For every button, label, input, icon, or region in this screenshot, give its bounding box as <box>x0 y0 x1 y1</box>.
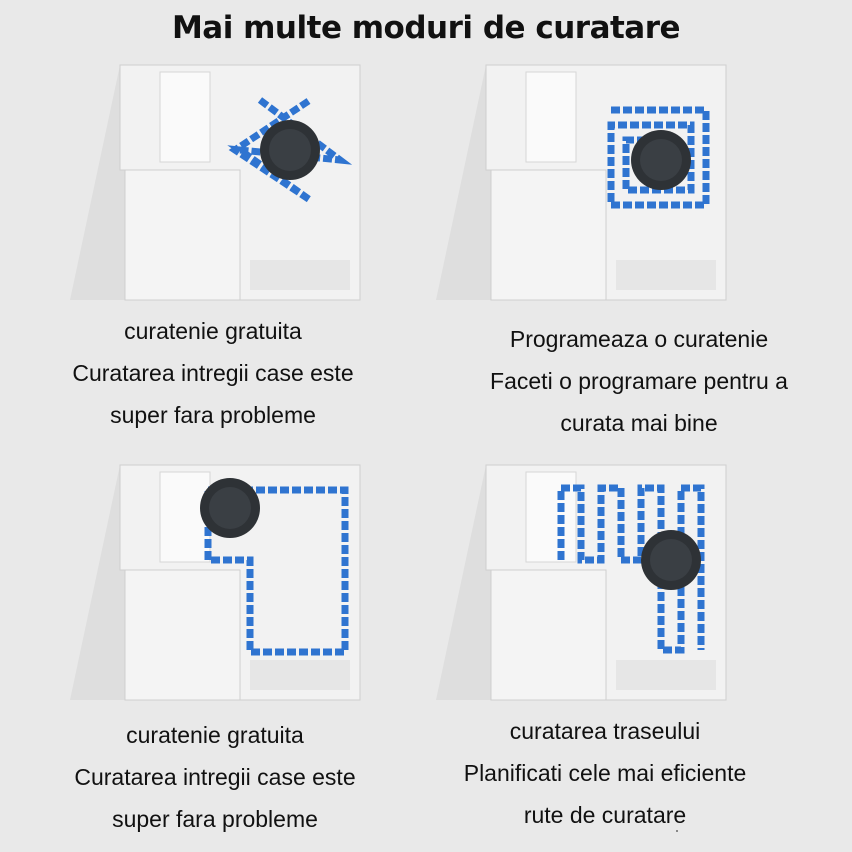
mode-caption-2: Programeaza o curatenie Faceti o program… <box>426 318 852 444</box>
mode-description: rute de curatare <box>523 802 687 828</box>
mode-description: curata mai bine <box>560 410 718 436</box>
mode-description: super fara probleme <box>110 402 316 428</box>
robot-vacuum-icon <box>641 530 701 590</box>
floor-plan-edge <box>60 460 390 710</box>
cleaning-path-icon <box>204 486 349 656</box>
cleaning-path-icon <box>607 106 710 209</box>
mode-title: curatarea traseului <box>509 718 701 744</box>
stray-dot <box>676 830 678 832</box>
floor-plan-icon <box>436 64 727 301</box>
mode-title: Programeaza o curatenie <box>509 326 769 352</box>
mode-caption-4: curatarea traseului Planificati cele mai… <box>392 710 818 836</box>
mode-title: curatenie gratuita <box>124 318 302 344</box>
mode-description: Faceti o programare pentru a <box>490 368 788 394</box>
mode-description: Planificati cele mai eficiente <box>463 760 747 786</box>
floor-plan-serpentine <box>426 460 756 710</box>
mode-description: super fara probleme <box>112 806 318 832</box>
mode-caption-3: curatenie gratuita Curatarea intregii ca… <box>2 714 428 840</box>
robot-vacuum-icon <box>631 130 691 190</box>
mode-title: curatenie gratuita <box>126 722 304 748</box>
mode-description: Curatarea intregii case este <box>74 764 356 790</box>
mode-caption-1: curatenie gratuita Curatarea intregii ca… <box>0 310 426 436</box>
robot-vacuum-icon <box>260 120 320 180</box>
floor-plan-random <box>60 60 390 310</box>
mode-description: Curatarea intregii case este <box>72 360 354 386</box>
floor-plan-spiral <box>426 60 756 310</box>
floor-plan-icon <box>70 464 361 701</box>
floor-plan-icon <box>436 464 727 701</box>
floor-plan-icon <box>70 64 361 301</box>
robot-vacuum-icon <box>200 478 260 538</box>
page-title: Mai multe moduri de curatare <box>171 10 681 46</box>
